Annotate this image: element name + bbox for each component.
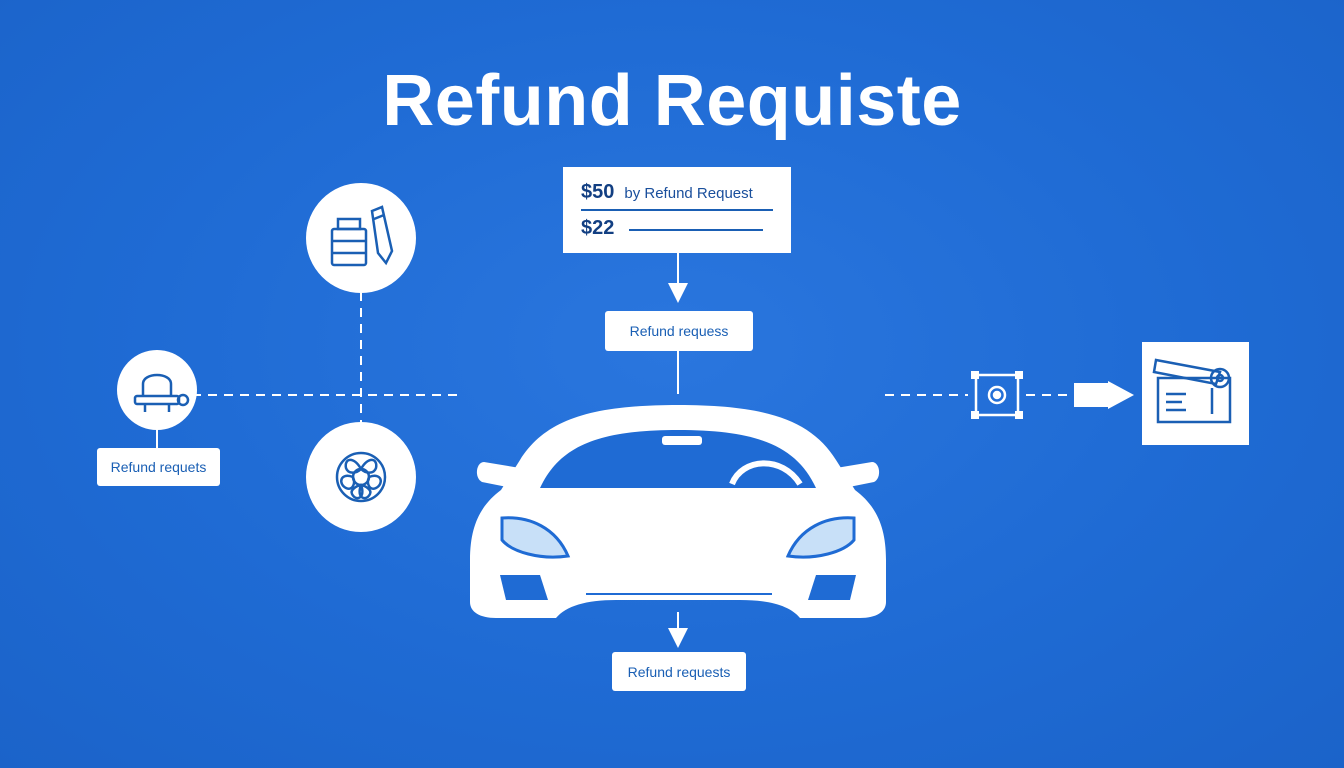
document-screen-icon <box>1152 358 1232 424</box>
box-and-pencil-icon <box>330 205 394 267</box>
price-amount-2: $22 <box>581 217 615 239</box>
price-row-1: $50 by Refund Request <box>581 181 773 211</box>
price-row-2: $22 <box>581 217 773 247</box>
flower-circle <box>306 422 416 532</box>
label-top-center: Refund requess <box>605 311 753 351</box>
label-left: Refund requets <box>97 448 220 486</box>
price-card: $50 by Refund Request $22 <box>563 167 791 253</box>
price-amount-1: $50 <box>581 181 615 203</box>
price-description: by Refund Request <box>624 185 753 202</box>
diagram-title: Refund Requiste <box>382 61 962 141</box>
price-divider <box>581 209 773 211</box>
label-bottom-center: Refund requests <box>612 652 746 691</box>
gear-chip-icon <box>971 371 1023 419</box>
document-screen-card <box>1142 342 1249 445</box>
car-icon <box>470 405 886 618</box>
arrow-right-icon <box>1074 381 1134 409</box>
box-and-pencil-circle <box>306 183 416 293</box>
price-underline <box>629 229 763 231</box>
flower-icon <box>335 451 387 503</box>
robot-head-circle <box>117 350 197 430</box>
robot-head-icon <box>133 373 190 412</box>
